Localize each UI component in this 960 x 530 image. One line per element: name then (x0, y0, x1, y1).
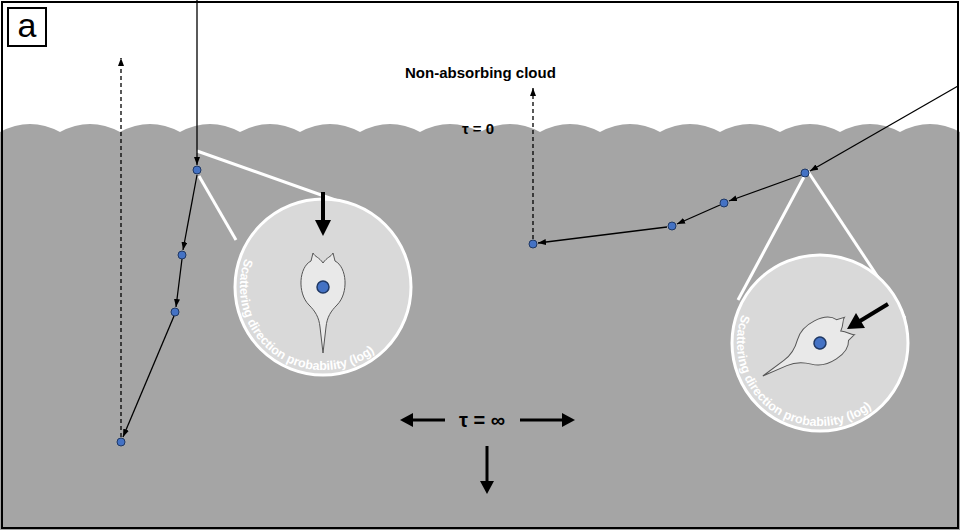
optical-depth-label: τ = 0 (462, 119, 494, 138)
zoom-circle-shape: Scattering direction probability (log) (730, 253, 910, 433)
phase-function-shape (752, 307, 861, 395)
incident-arrows (315, 192, 888, 329)
panel-label-box: a (7, 7, 47, 47)
axis-caption: Scattering direction probability (log) (734, 313, 874, 429)
svg-text:Scattering direction probabili: Scattering direction probability (log) (734, 313, 874, 429)
photon-paths (123, 0, 958, 437)
escape-paths (121, 58, 533, 437)
optical-depth-label: τ = ∞ (459, 408, 505, 432)
axis-caption: Scattering direction probability (log) (237, 257, 377, 373)
svg-text:Scattering direction probabili: Scattering direction probability (log) (237, 257, 377, 373)
zoom-circle: Scattering direction probability (log) (233, 197, 413, 377)
cloud-body (0, 124, 960, 530)
zoom-circle-shape: Scattering direction probability (log) (233, 197, 413, 377)
direction-arrows (400, 413, 575, 494)
region-label: Non-absorbing cloud (405, 63, 556, 82)
phase-function-shape (301, 253, 345, 353)
zoom-circle: Scattering direction probability (log) (730, 253, 910, 433)
scatter-points (117, 166, 809, 446)
panel-letter: a (18, 8, 37, 42)
